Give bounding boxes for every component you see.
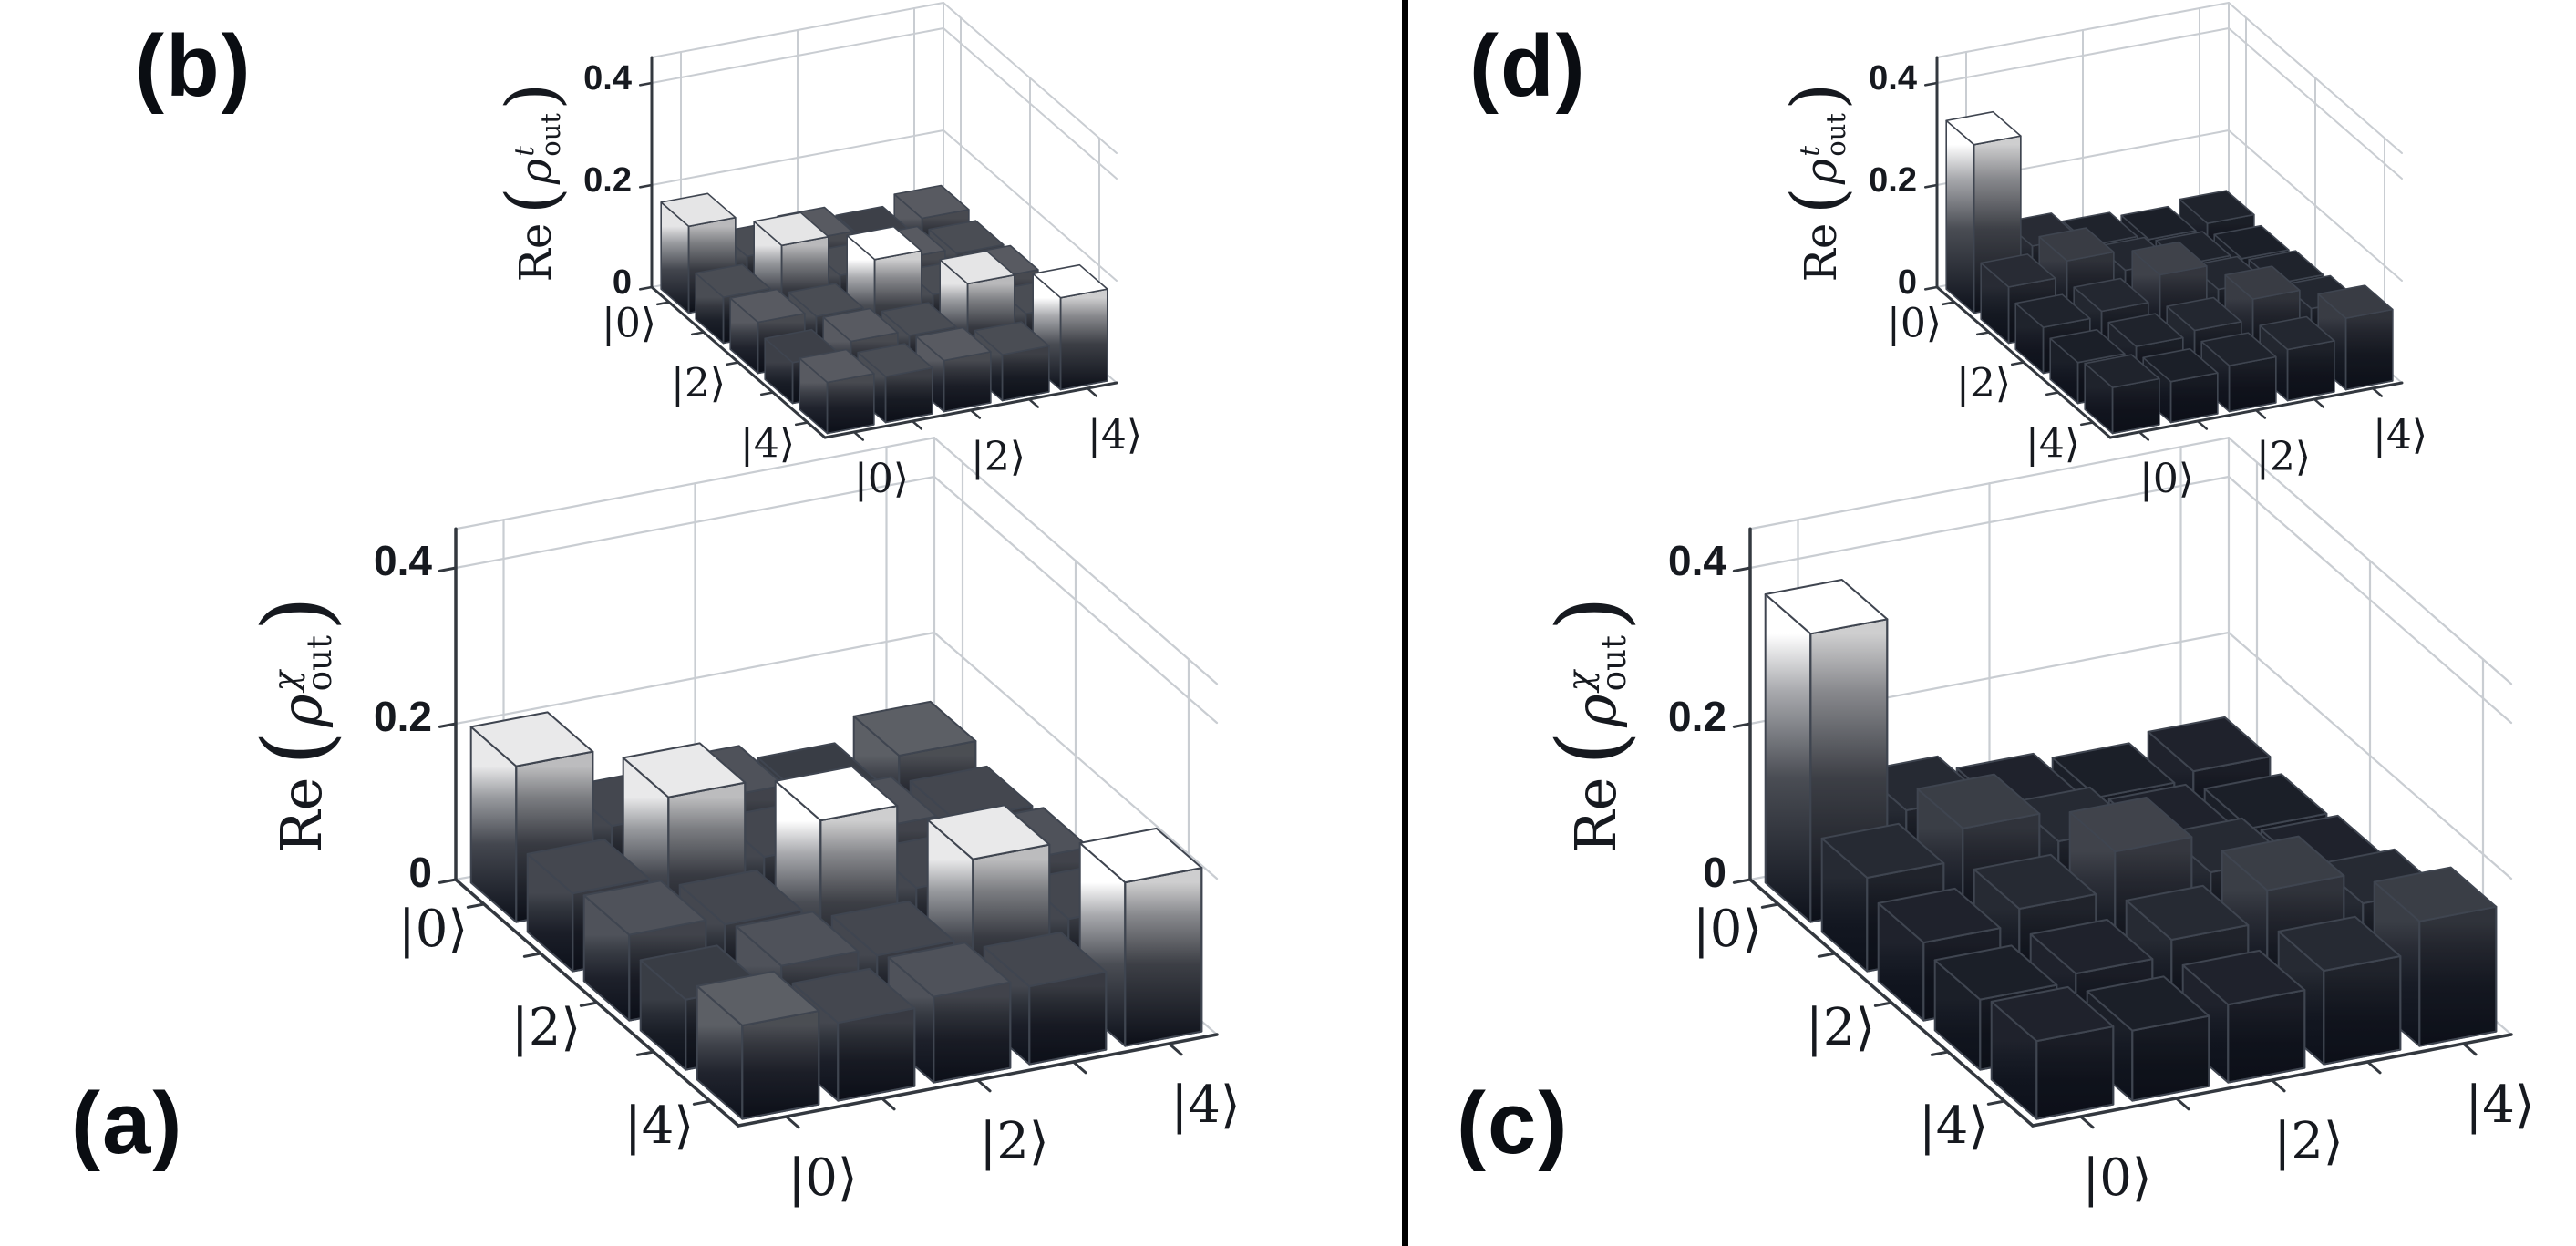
bar3d-chart-b: 0 0.2 0.4 |0⟩ |0⟩ |2⟩ |2⟩ |4⟩ |4⟩ xyxy=(583,2,1142,502)
svg-text:|4⟩: |4⟩ xyxy=(1170,1076,1240,1135)
svg-text:|4⟩: |4⟩ xyxy=(2465,1076,2534,1135)
svg-text:|4⟩: |4⟩ xyxy=(740,421,795,468)
panel-label-c: (c) xyxy=(1457,1075,1570,1172)
svg-text:|4⟩: |4⟩ xyxy=(1919,1097,1988,1156)
svg-text:0: 0 xyxy=(613,263,632,302)
svg-text:0.4: 0.4 xyxy=(374,537,432,584)
svg-text:|0⟩: |0⟩ xyxy=(2139,456,2194,502)
svg-text:|4⟩: |4⟩ xyxy=(2025,421,2080,468)
svg-text:0.4: 0.4 xyxy=(1668,537,1726,584)
svg-text:|2⟩: |2⟩ xyxy=(979,1112,1048,1171)
svg-text:0: 0 xyxy=(408,849,432,896)
bar3d-chart-c: 0 0.2 0.4 |0⟩ |0⟩ |2⟩ |2⟩ |4⟩ |4⟩ xyxy=(1668,437,2535,1208)
svg-text:|0⟩: |0⟩ xyxy=(1887,301,1942,347)
bar3d-chart-a: 0 0.2 0.4 |0⟩ |0⟩ |2⟩ |2⟩ |4⟩ |4⟩ xyxy=(374,437,1241,1208)
panel-label-d: (d) xyxy=(1469,17,1587,115)
svg-text:|0⟩: |0⟩ xyxy=(602,301,656,347)
svg-text:|0⟩: |0⟩ xyxy=(788,1148,857,1208)
panel-divider xyxy=(1402,0,1408,1246)
svg-text:|4⟩: |4⟩ xyxy=(1087,412,1142,458)
svg-text:|2⟩: |2⟩ xyxy=(2256,434,2311,480)
svg-text:0.2: 0.2 xyxy=(1869,161,1917,200)
svg-text:0.2: 0.2 xyxy=(583,161,632,200)
svg-text:0.4: 0.4 xyxy=(1869,59,1917,98)
svg-text:|2⟩: |2⟩ xyxy=(2273,1112,2343,1171)
svg-text:|2⟩: |2⟩ xyxy=(511,998,581,1057)
svg-text:|2⟩: |2⟩ xyxy=(1956,361,2011,407)
bar3d-chart-d: 0 0.2 0.4 |0⟩ |0⟩ |2⟩ |2⟩ |4⟩ |4⟩ xyxy=(1869,2,2427,502)
svg-text:0.2: 0.2 xyxy=(1668,693,1726,740)
svg-text:0.2: 0.2 xyxy=(374,693,432,740)
svg-text:|2⟩: |2⟩ xyxy=(1806,998,1875,1057)
svg-text:|0⟩: |0⟩ xyxy=(854,456,909,502)
svg-text:|2⟩: |2⟩ xyxy=(671,361,726,407)
svg-text:|0⟩: |0⟩ xyxy=(2082,1148,2151,1208)
svg-text:|4⟩: |4⟩ xyxy=(2373,412,2427,458)
svg-text:|2⟩: |2⟩ xyxy=(971,434,1025,480)
svg-text:|0⟩: |0⟩ xyxy=(398,900,468,959)
svg-text:0: 0 xyxy=(1898,263,1917,302)
svg-text:0: 0 xyxy=(1703,849,1726,896)
svg-text:|0⟩: |0⟩ xyxy=(1693,900,1762,959)
svg-text:0.4: 0.4 xyxy=(583,59,632,98)
panel-label-b: (b) xyxy=(135,17,252,115)
svg-text:|4⟩: |4⟩ xyxy=(624,1097,694,1156)
panel-label-a: (a) xyxy=(71,1075,184,1172)
